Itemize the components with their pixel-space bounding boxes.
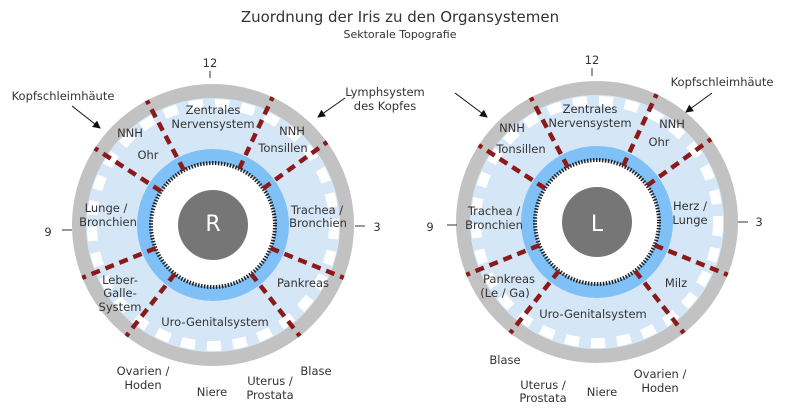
sector-pankreas: Pankreas [277, 276, 329, 290]
clock-3: 3 [755, 215, 762, 229]
sector-divider [528, 96, 570, 169]
label-uterus: Uterus / [247, 374, 293, 388]
pupil [178, 190, 248, 260]
sector-zns: Zentrales [563, 102, 618, 116]
label-ovarien: Hoden [641, 381, 678, 395]
diagram-subtitle: Sektorale Topografie [344, 28, 457, 41]
sector-divider [477, 143, 547, 191]
sector-divider [81, 246, 157, 280]
arrow-icon [685, 92, 713, 113]
label-niere: Niere [587, 385, 617, 399]
sector-nnh: NNH [279, 124, 305, 138]
sector-nnh: NNH [499, 121, 525, 135]
label-uterus: Prostata [519, 391, 566, 405]
right-eye-iris [72, 84, 354, 366]
clock-3: 3 [373, 220, 380, 234]
sector-leber: System [99, 300, 142, 314]
sector-milz: Milz [665, 276, 687, 290]
label-ovarien: Ovarien / [117, 364, 170, 378]
label-kopfschleimhaeute: Kopfschleimhäute [12, 89, 115, 103]
sector-lunge: Bronchien [79, 215, 137, 229]
sector-divider [653, 243, 729, 277]
label-uterus: Prostata [246, 388, 293, 402]
label-niere: Niere [197, 385, 227, 399]
label-kopfschleimhaeute: Kopfschleimhäute [671, 75, 774, 89]
label-des-kopfes: des Kopfes [354, 99, 416, 113]
sector-divider [465, 243, 541, 277]
fiber-ring [149, 161, 277, 289]
sector-lunge: Lunge / [85, 201, 128, 215]
sector-divider [93, 146, 163, 194]
sector-tonsillen: Tonsillen [257, 141, 307, 155]
clock-9: 9 [44, 225, 51, 239]
sector-nnh: NNH [659, 117, 685, 131]
label-blase: Blase [300, 364, 331, 378]
arrow-icon [71, 105, 101, 129]
eye-letter: R [205, 212, 220, 237]
label-uterus: Uterus / [520, 378, 566, 392]
sector-leber: Galle- [103, 286, 137, 300]
sector-herz: Lunge [672, 213, 707, 227]
left-eye-iris [456, 81, 738, 363]
label-ovarien: Hoden [124, 378, 161, 392]
sector-divider [261, 140, 329, 191]
sector-divider [249, 272, 302, 338]
label-blase: Blase [489, 353, 520, 367]
label-ovarien: Ovarien / [634, 367, 687, 381]
sector-herz: Herz / [673, 199, 707, 213]
sector-ohr: Ohr [648, 135, 669, 149]
sector-trachea: Trachea / [467, 204, 520, 218]
left-eye-labels: 12 9 3 Kopfschleimhäute Zentrales Nerven… [426, 53, 773, 405]
label-lymphsystem: Lymphsystem [345, 85, 425, 99]
sector-zns: Nervensystem [548, 116, 631, 130]
sector-ohr: Ohr [137, 148, 158, 162]
sector-leber: Leber- [102, 273, 138, 287]
fiber-ring [533, 158, 661, 286]
sector-divider [237, 96, 275, 170]
sector-uro-genital: Uro-Genitalsystem [539, 307, 647, 321]
iris-dashes [471, 96, 723, 348]
sector-trachea: Trachea / [290, 203, 343, 217]
sector-divider [144, 99, 186, 172]
pupil [562, 187, 632, 257]
sector-divider [633, 269, 686, 335]
sector-pankreas: Pankreas [483, 272, 535, 286]
sector-pankreas: (Le / Ga) [480, 286, 529, 300]
sector-trachea: Bronchien [465, 218, 523, 232]
eye-letter: L [591, 212, 604, 237]
clock-9: 9 [426, 220, 433, 234]
clock-12: 12 [585, 53, 600, 67]
sector-divider [621, 93, 659, 167]
sector-divider [645, 137, 713, 188]
arrow-icon [317, 97, 346, 118]
clock-12: 12 [203, 56, 218, 70]
sector-divider [124, 272, 177, 338]
sector-tonsillen: Tonsillen [495, 142, 545, 156]
sector-uro-genital: Uro-Genitalsystem [161, 315, 269, 329]
iris-dashes [87, 99, 339, 351]
sector-divider [508, 269, 561, 335]
right-eye-labels: 12 9 3 Kopfschleimhäute Lymphsystem des … [12, 56, 488, 402]
sector-divider [269, 246, 345, 280]
sector-trachea: Bronchien [289, 216, 347, 230]
diagram-title: Zuordnung der Iris zu den Organsystemen [241, 8, 559, 26]
sector-zns: Zentrales [186, 103, 241, 117]
arrow-icon [454, 92, 488, 118]
sector-nnh: NNH [117, 126, 143, 140]
sector-zns: Nervensystem [171, 117, 254, 131]
